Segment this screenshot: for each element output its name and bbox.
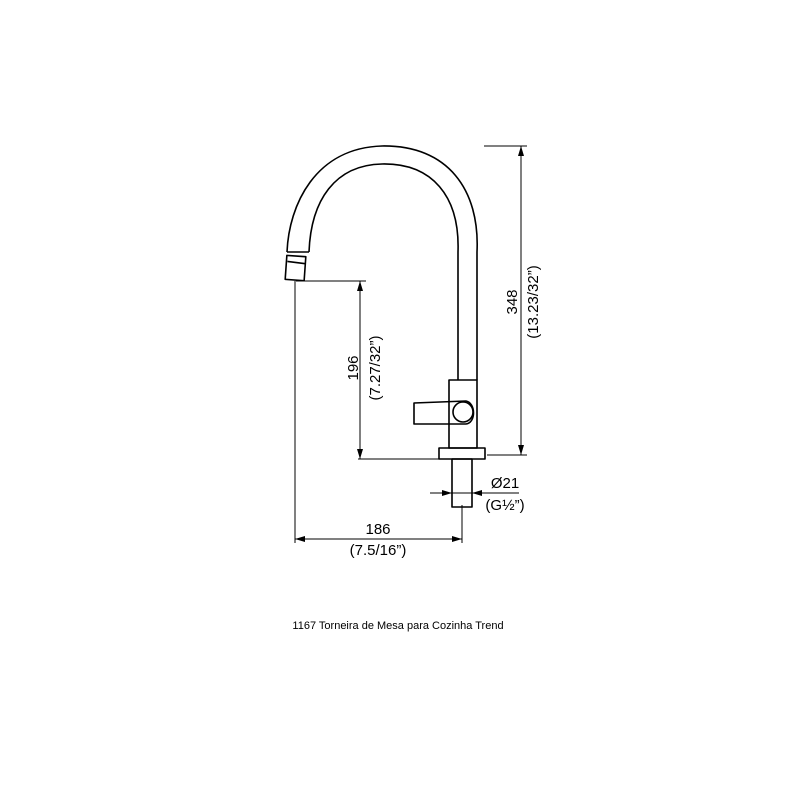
- threaded-shank: [451, 458, 473, 508]
- reach-value: 186: [365, 521, 390, 538]
- reach-imperial: (7.5/16”): [350, 542, 407, 559]
- faucet-outline: [284, 145, 486, 508]
- base-flange: [438, 447, 486, 460]
- thread-value: Ø21: [491, 475, 519, 492]
- spout-outer-line: [286, 145, 478, 380]
- thread-imperial: (G½”): [485, 497, 524, 514]
- total-height-value: 348: [504, 289, 521, 314]
- spout-height-imperial: (7.27/32”): [367, 335, 384, 400]
- total-height-imperial: (13.23/32”): [525, 265, 542, 338]
- aerator: [284, 254, 307, 282]
- product-caption: 1167 Torneira de Mesa para Cozinha Trend: [292, 620, 504, 632]
- lever-knob: [452, 401, 474, 423]
- spout-inner-line: [308, 163, 459, 380]
- lever-handle: [413, 400, 475, 425]
- spout-height-value: 196: [345, 355, 362, 380]
- dimension-arrows: [295, 146, 524, 542]
